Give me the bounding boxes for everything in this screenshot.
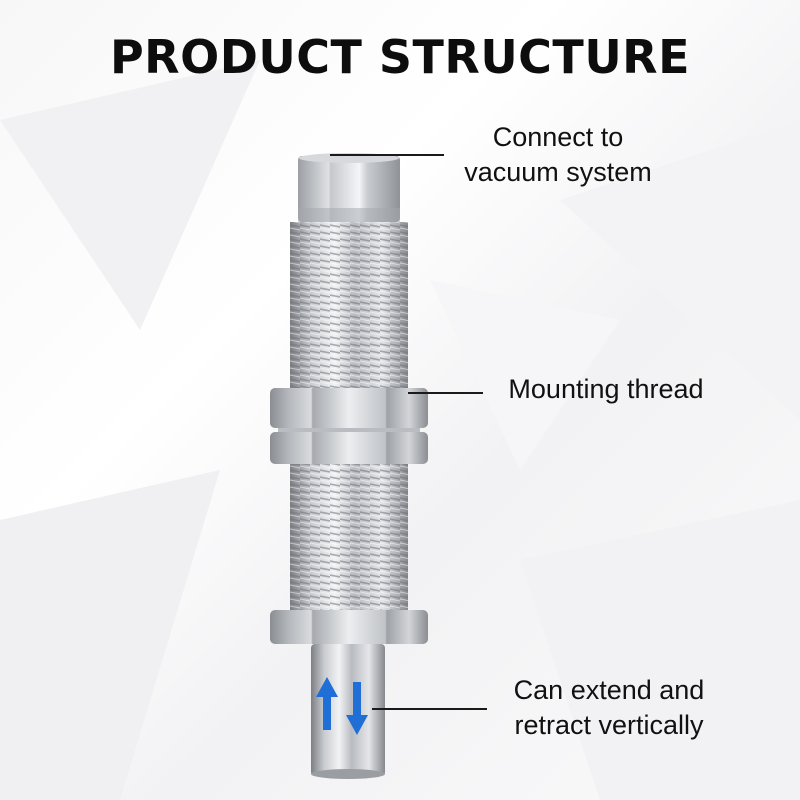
callout-line-top (330, 154, 444, 156)
callout-label-middle: Mounting thread (490, 372, 722, 407)
page-title: PRODUCT STRUCTURE (109, 30, 691, 84)
nut-lower (270, 610, 428, 644)
arrow-down-icon (346, 682, 368, 735)
nut-upper (270, 388, 428, 428)
callout-line-bottom (372, 708, 487, 710)
callout-label-bottom: Can extend and retract vertically (494, 673, 724, 743)
callout-label-top: Connect to vacuum system (448, 120, 668, 190)
callout-line-middle (408, 392, 483, 394)
nut-middle (270, 432, 428, 464)
callout-middle-text: Mounting thread (508, 374, 704, 404)
piston-rod (311, 644, 385, 776)
top-cap (298, 156, 400, 222)
callout-top-line1: Connect to (492, 122, 624, 152)
callout-bottom-line1: Can extend and (513, 675, 705, 705)
callout-bottom-line2: retract vertically (514, 710, 704, 740)
callout-top-line2: vacuum system (464, 157, 652, 187)
arrow-up-icon (316, 677, 338, 730)
